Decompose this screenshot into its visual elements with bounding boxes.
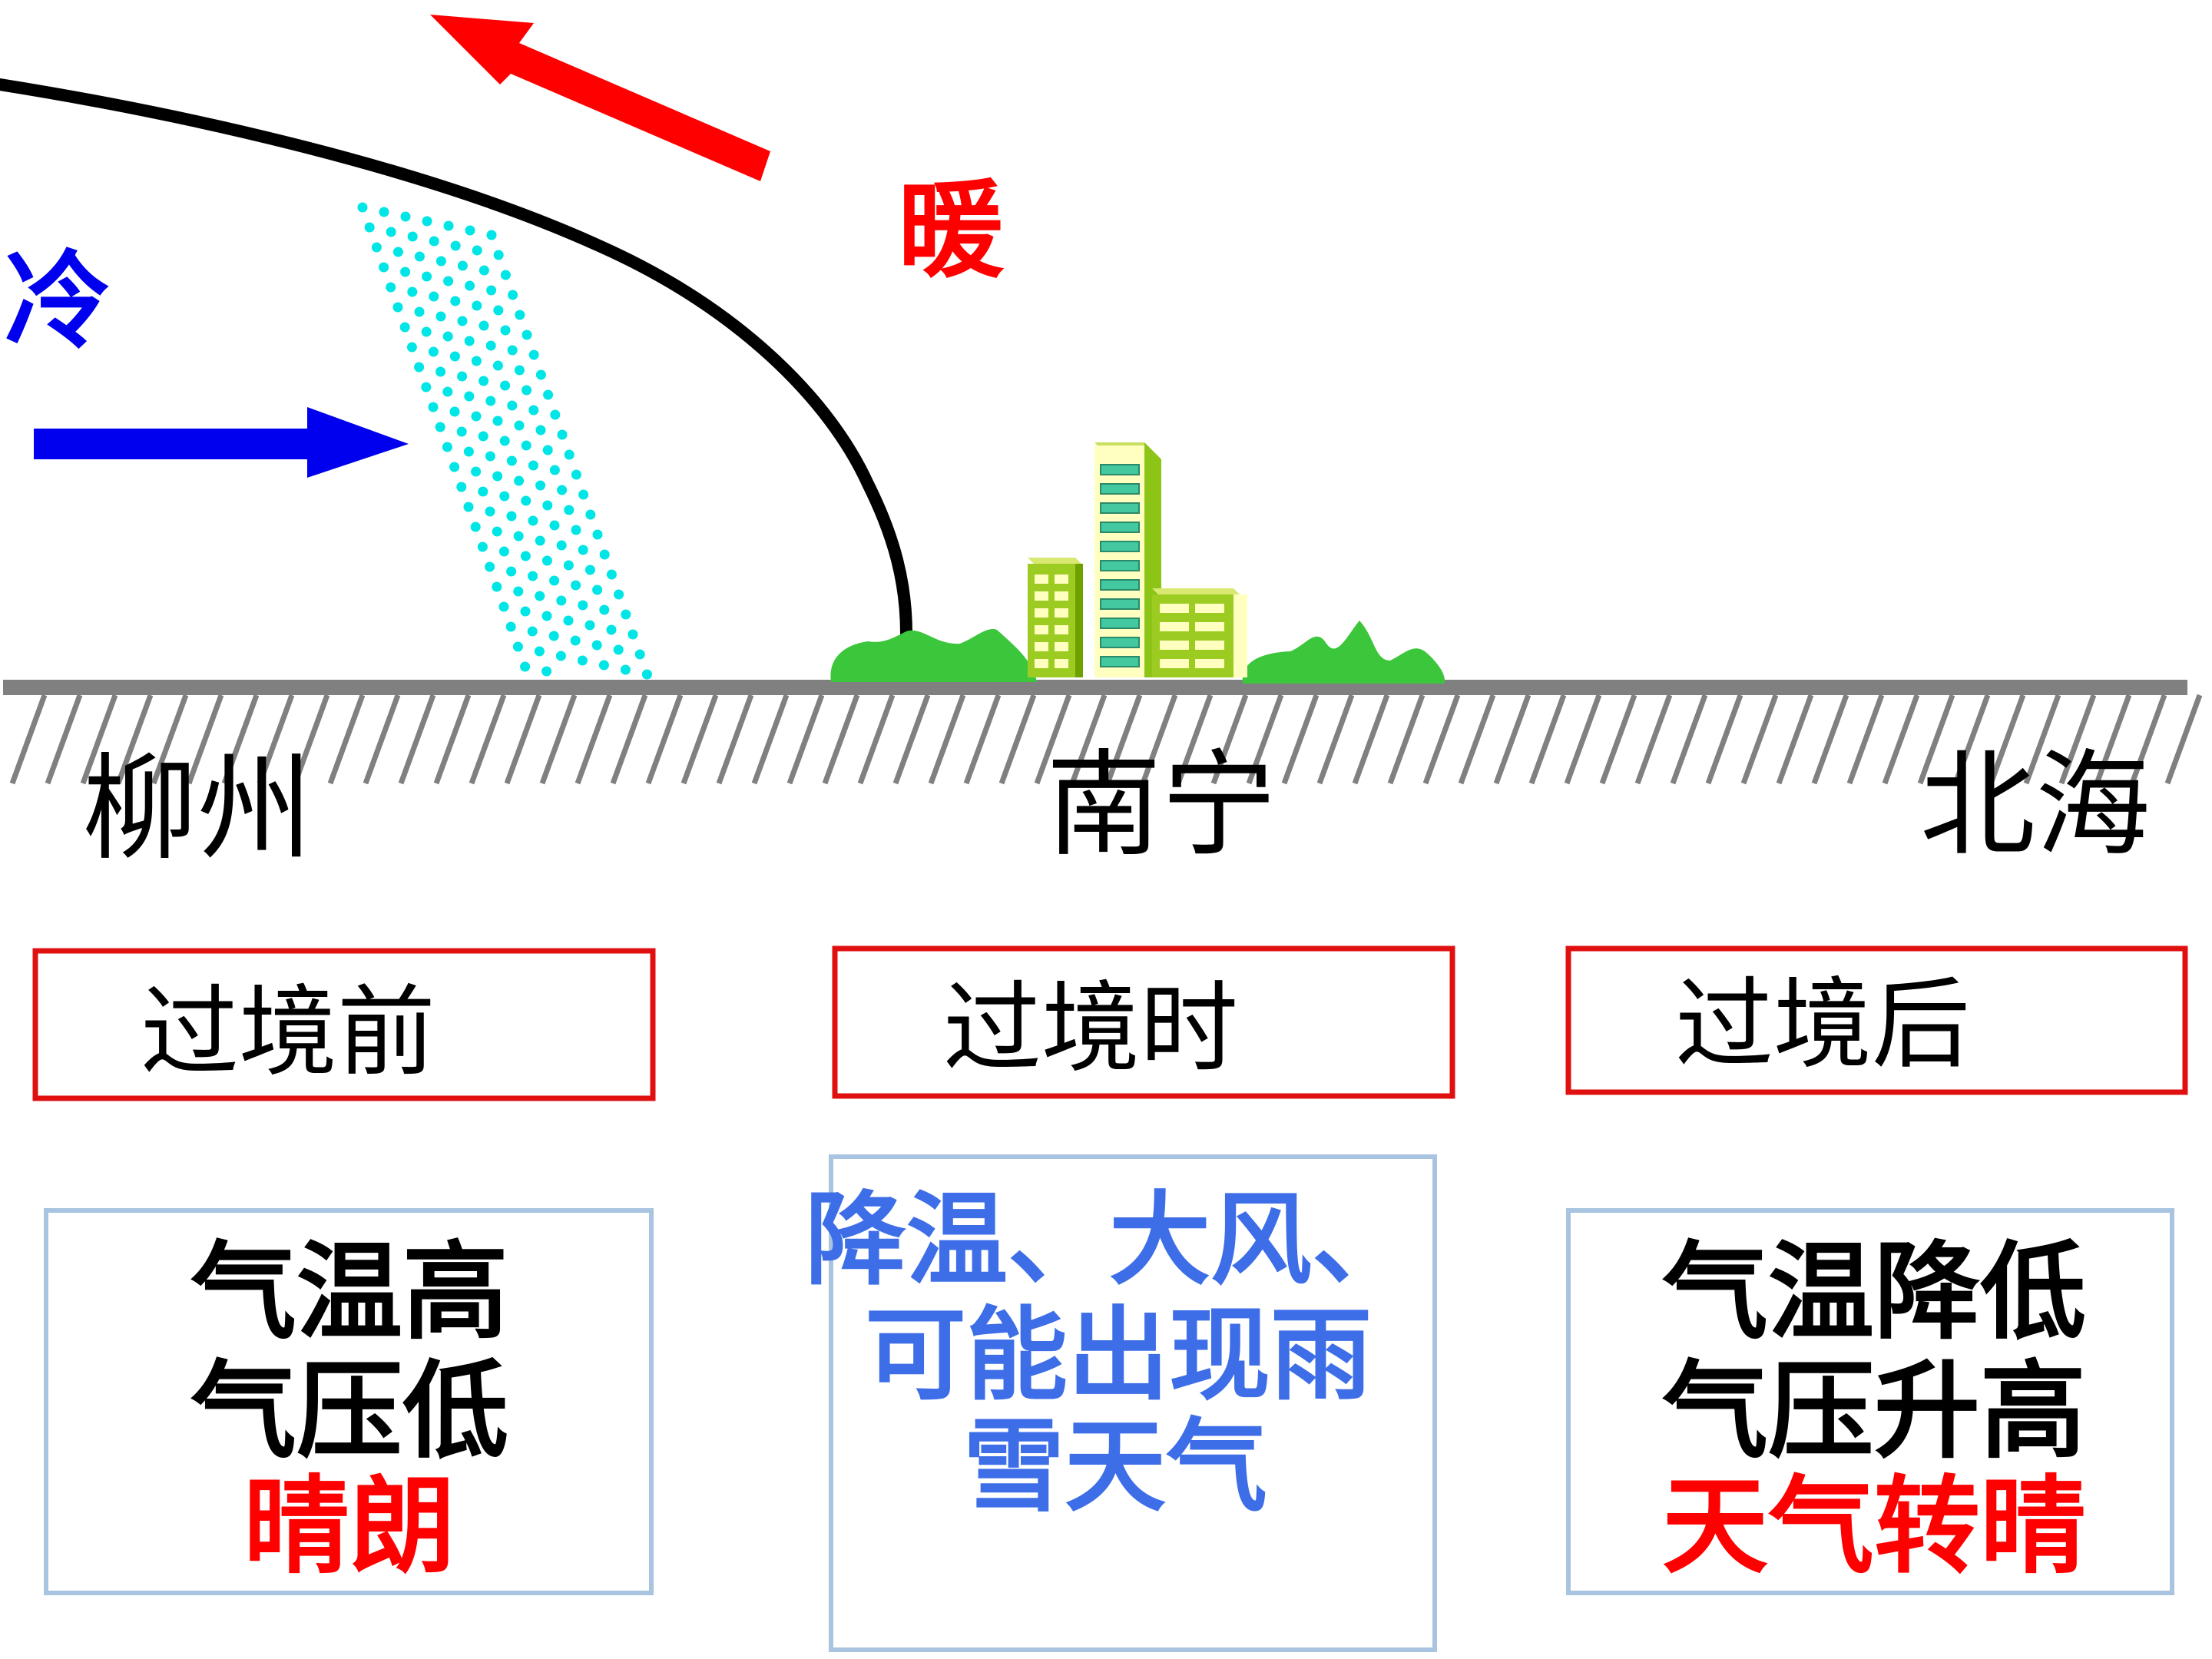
conditions-during-box: 降温、大风、 可能出现雨 雪天气 — [805, 1154, 1437, 1652]
warm-air-arrow — [430, 15, 770, 181]
stage-before-label: 过境前 — [141, 975, 435, 1090]
rain-band — [357, 202, 652, 680]
cold-air-arrow — [34, 407, 409, 478]
city-liuzhou: 柳州 — [82, 743, 313, 876]
before-temperature: 气温高 — [190, 1230, 508, 1354]
stage-during-label: 过境时 — [943, 972, 1238, 1086]
building-wide-right — [1152, 588, 1247, 677]
ground-hatching — [9, 694, 2203, 785]
before-pressure: 气压低 — [190, 1349, 508, 1473]
after-weather: 天气转晴 — [1662, 1465, 2086, 1588]
during-line-3: 雪天气 — [963, 1408, 1267, 1526]
city-nanning: 南宁 — [1046, 739, 1277, 873]
ground — [3, 680, 2203, 785]
before-weather: 晴朗 — [243, 1465, 455, 1588]
building-small-left — [1028, 558, 1083, 677]
city-beihai: 北海 — [1920, 739, 2151, 873]
cold-front-line — [0, 78, 912, 640]
city-illustration — [830, 442, 1445, 684]
conditions-after-box: 气温降低 气压升高 天气转晴 — [1566, 1208, 2174, 1595]
during-line-2: 可能出现雨 — [865, 1296, 1372, 1415]
stage-after-box: 过境后 — [1565, 945, 2188, 1095]
building-tower — [1094, 442, 1161, 677]
warm-label: 暖 — [898, 169, 1005, 293]
bush-left — [830, 629, 1037, 682]
conditions-before-box: 气温高 气压低 晴朗 — [44, 1208, 654, 1595]
stage-after-label: 过境后 — [1675, 968, 1970, 1082]
during-line-1: 降温、大风、 — [805, 1181, 1413, 1300]
bush-right — [1242, 621, 1445, 684]
stage-during-box: 过境时 — [832, 945, 1455, 1099]
stage-before-box: 过境前 — [32, 948, 656, 1101]
after-temperature: 气温降低 — [1662, 1230, 2086, 1354]
after-pressure: 气压升高 — [1662, 1349, 2086, 1473]
cold-label: 冷 — [5, 240, 111, 363]
